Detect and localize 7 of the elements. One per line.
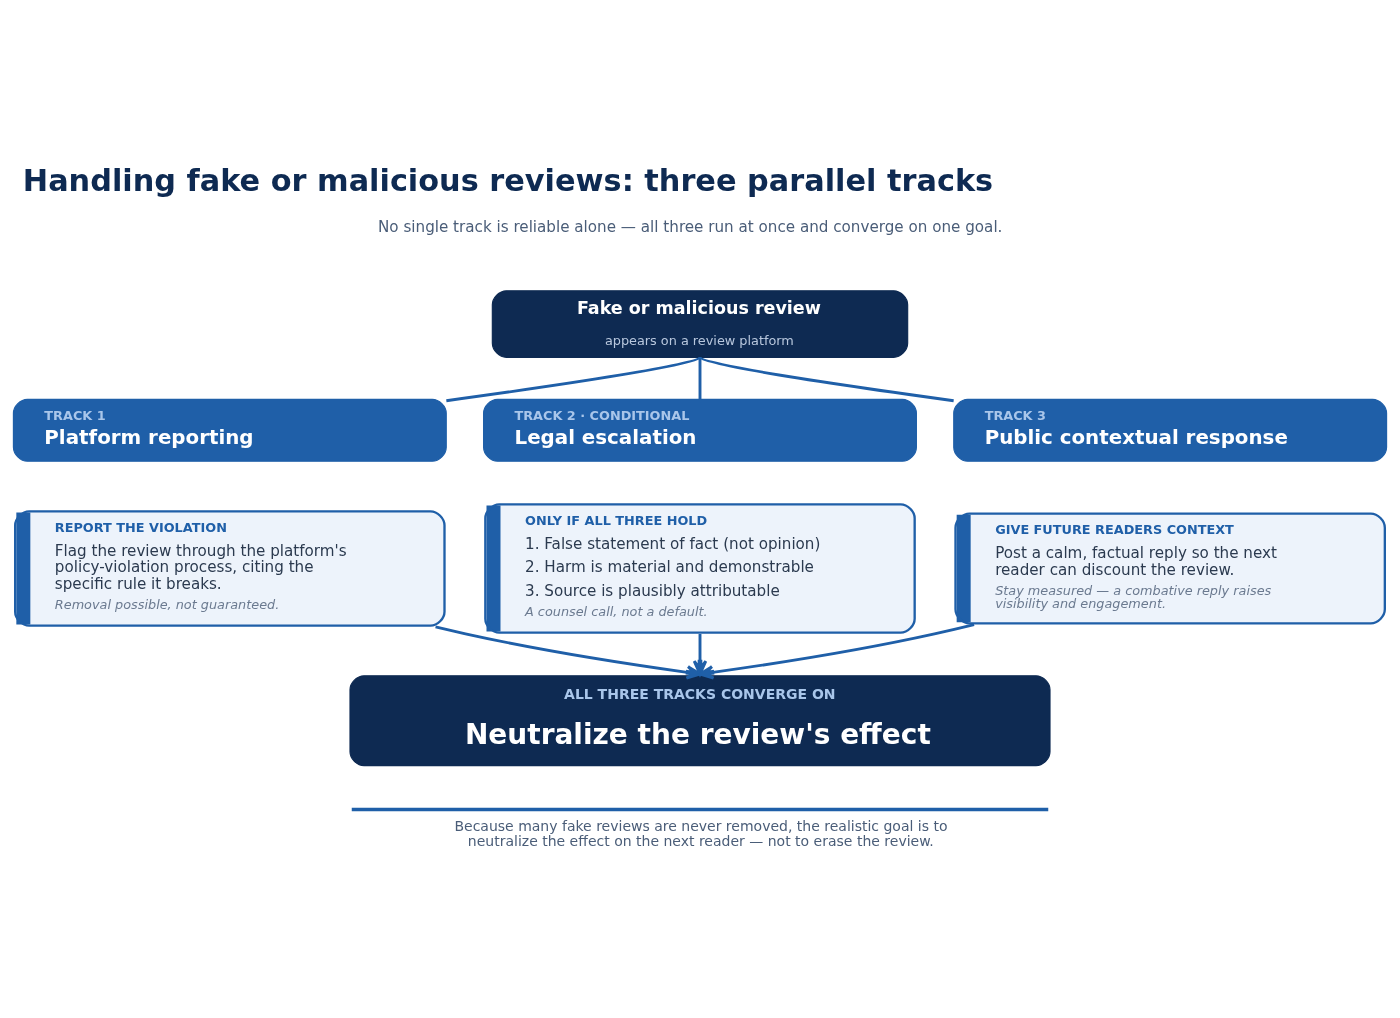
connector bbox=[446, 356, 701, 403]
label: No single track is reliable alone — all three run at once and converge on one goal. bbox=[378, 217, 1003, 236]
arrow bbox=[698, 623, 975, 680]
connector bbox=[699, 356, 954, 403]
caption: Because many fake reviews are never removed, the realistic goal is to neutralize the effect on the next reader — not to erase the review. bbox=[454, 817, 948, 849]
diagram-title: Handling fake or malicious reviews: three parallel tracks bbox=[22, 163, 994, 199]
connector bbox=[698, 357, 702, 400]
